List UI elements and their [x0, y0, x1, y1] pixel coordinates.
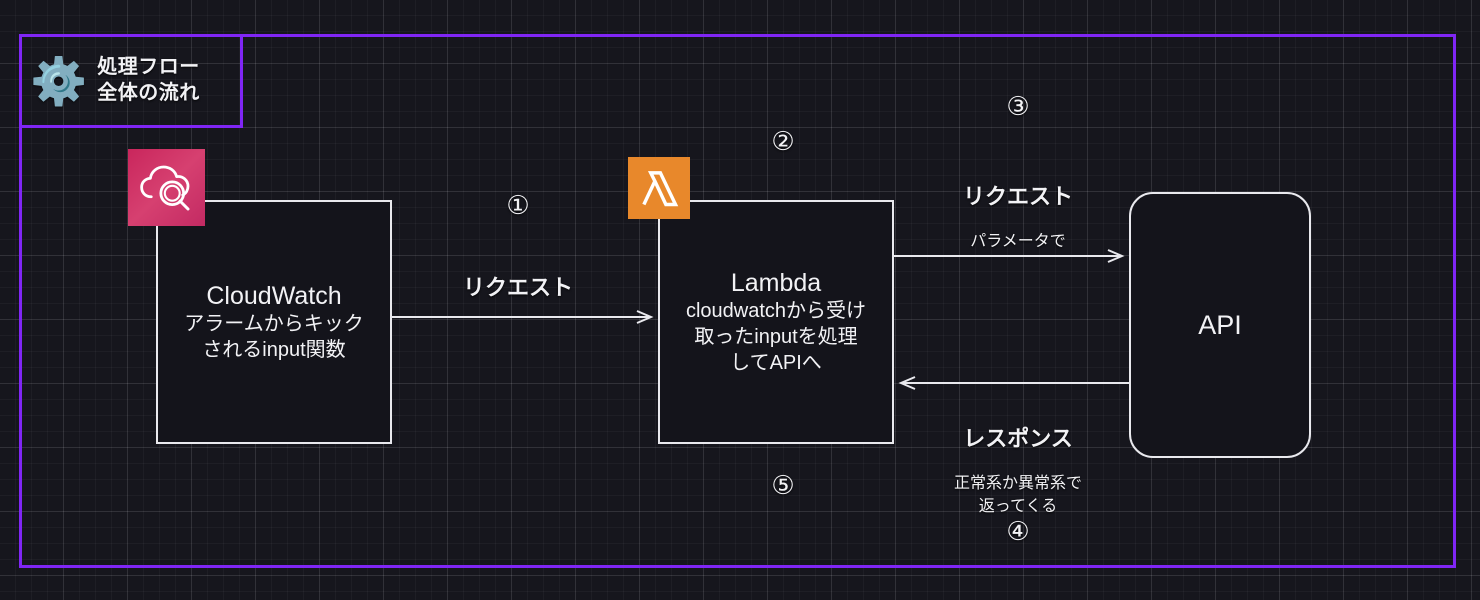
edge-label-main: レスポンス	[963, 426, 1073, 451]
step-number-1: ①	[506, 190, 530, 220]
connector-cloudwatch-to-lambda	[392, 310, 654, 324]
title-badge: ⚙️ 処理フロー 全体の流れ	[19, 34, 243, 128]
cloudwatch-icon	[128, 149, 205, 226]
node-lambda-title: Lambda	[730, 268, 822, 297]
edge-label-request-2: リクエスト パラメータで	[918, 165, 1118, 271]
node-cloudwatch-description: アラームからキック されるinput関数	[184, 313, 364, 361]
edge-label-main: リクエスト	[962, 184, 1073, 209]
connector-lambda-to-api	[894, 249, 1125, 263]
node-api-title: API	[1198, 309, 1242, 340]
node-lambda[interactable]: Lambda cloudwatchから受け 取ったinputを処理 してAPIへ	[658, 200, 894, 444]
step-number-4: ④	[1006, 516, 1030, 546]
gear-icon: ⚙️	[30, 55, 88, 107]
edge-label-main: リクエスト	[462, 275, 573, 300]
node-api[interactable]: API	[1129, 192, 1311, 458]
step-number-3: ③	[1006, 91, 1030, 121]
node-cloudwatch-title: CloudWatch	[206, 281, 342, 310]
node-cloudwatch[interactable]: CloudWatch アラームからキック されるinput関数	[156, 200, 392, 444]
edge-label-request-1: リクエスト	[418, 256, 618, 321]
edge-label-sub: パラメータで	[970, 232, 1066, 250]
node-lambda-description: cloudwatchから受け 取ったinputを処理 してAPIへ	[685, 300, 867, 374]
step-number-2: ②	[771, 126, 795, 156]
edge-label-response: レスポンス 正常系か異常系で 返ってくる	[908, 407, 1128, 536]
lambda-icon	[628, 157, 690, 219]
edge-label-sub: 正常系か異常系で 返ってくる	[953, 474, 1082, 515]
connector-api-to-lambda	[898, 376, 1129, 390]
step-number-5: ⑤	[771, 470, 795, 500]
diagram-title: 処理フロー 全体の流れ	[97, 56, 200, 104]
